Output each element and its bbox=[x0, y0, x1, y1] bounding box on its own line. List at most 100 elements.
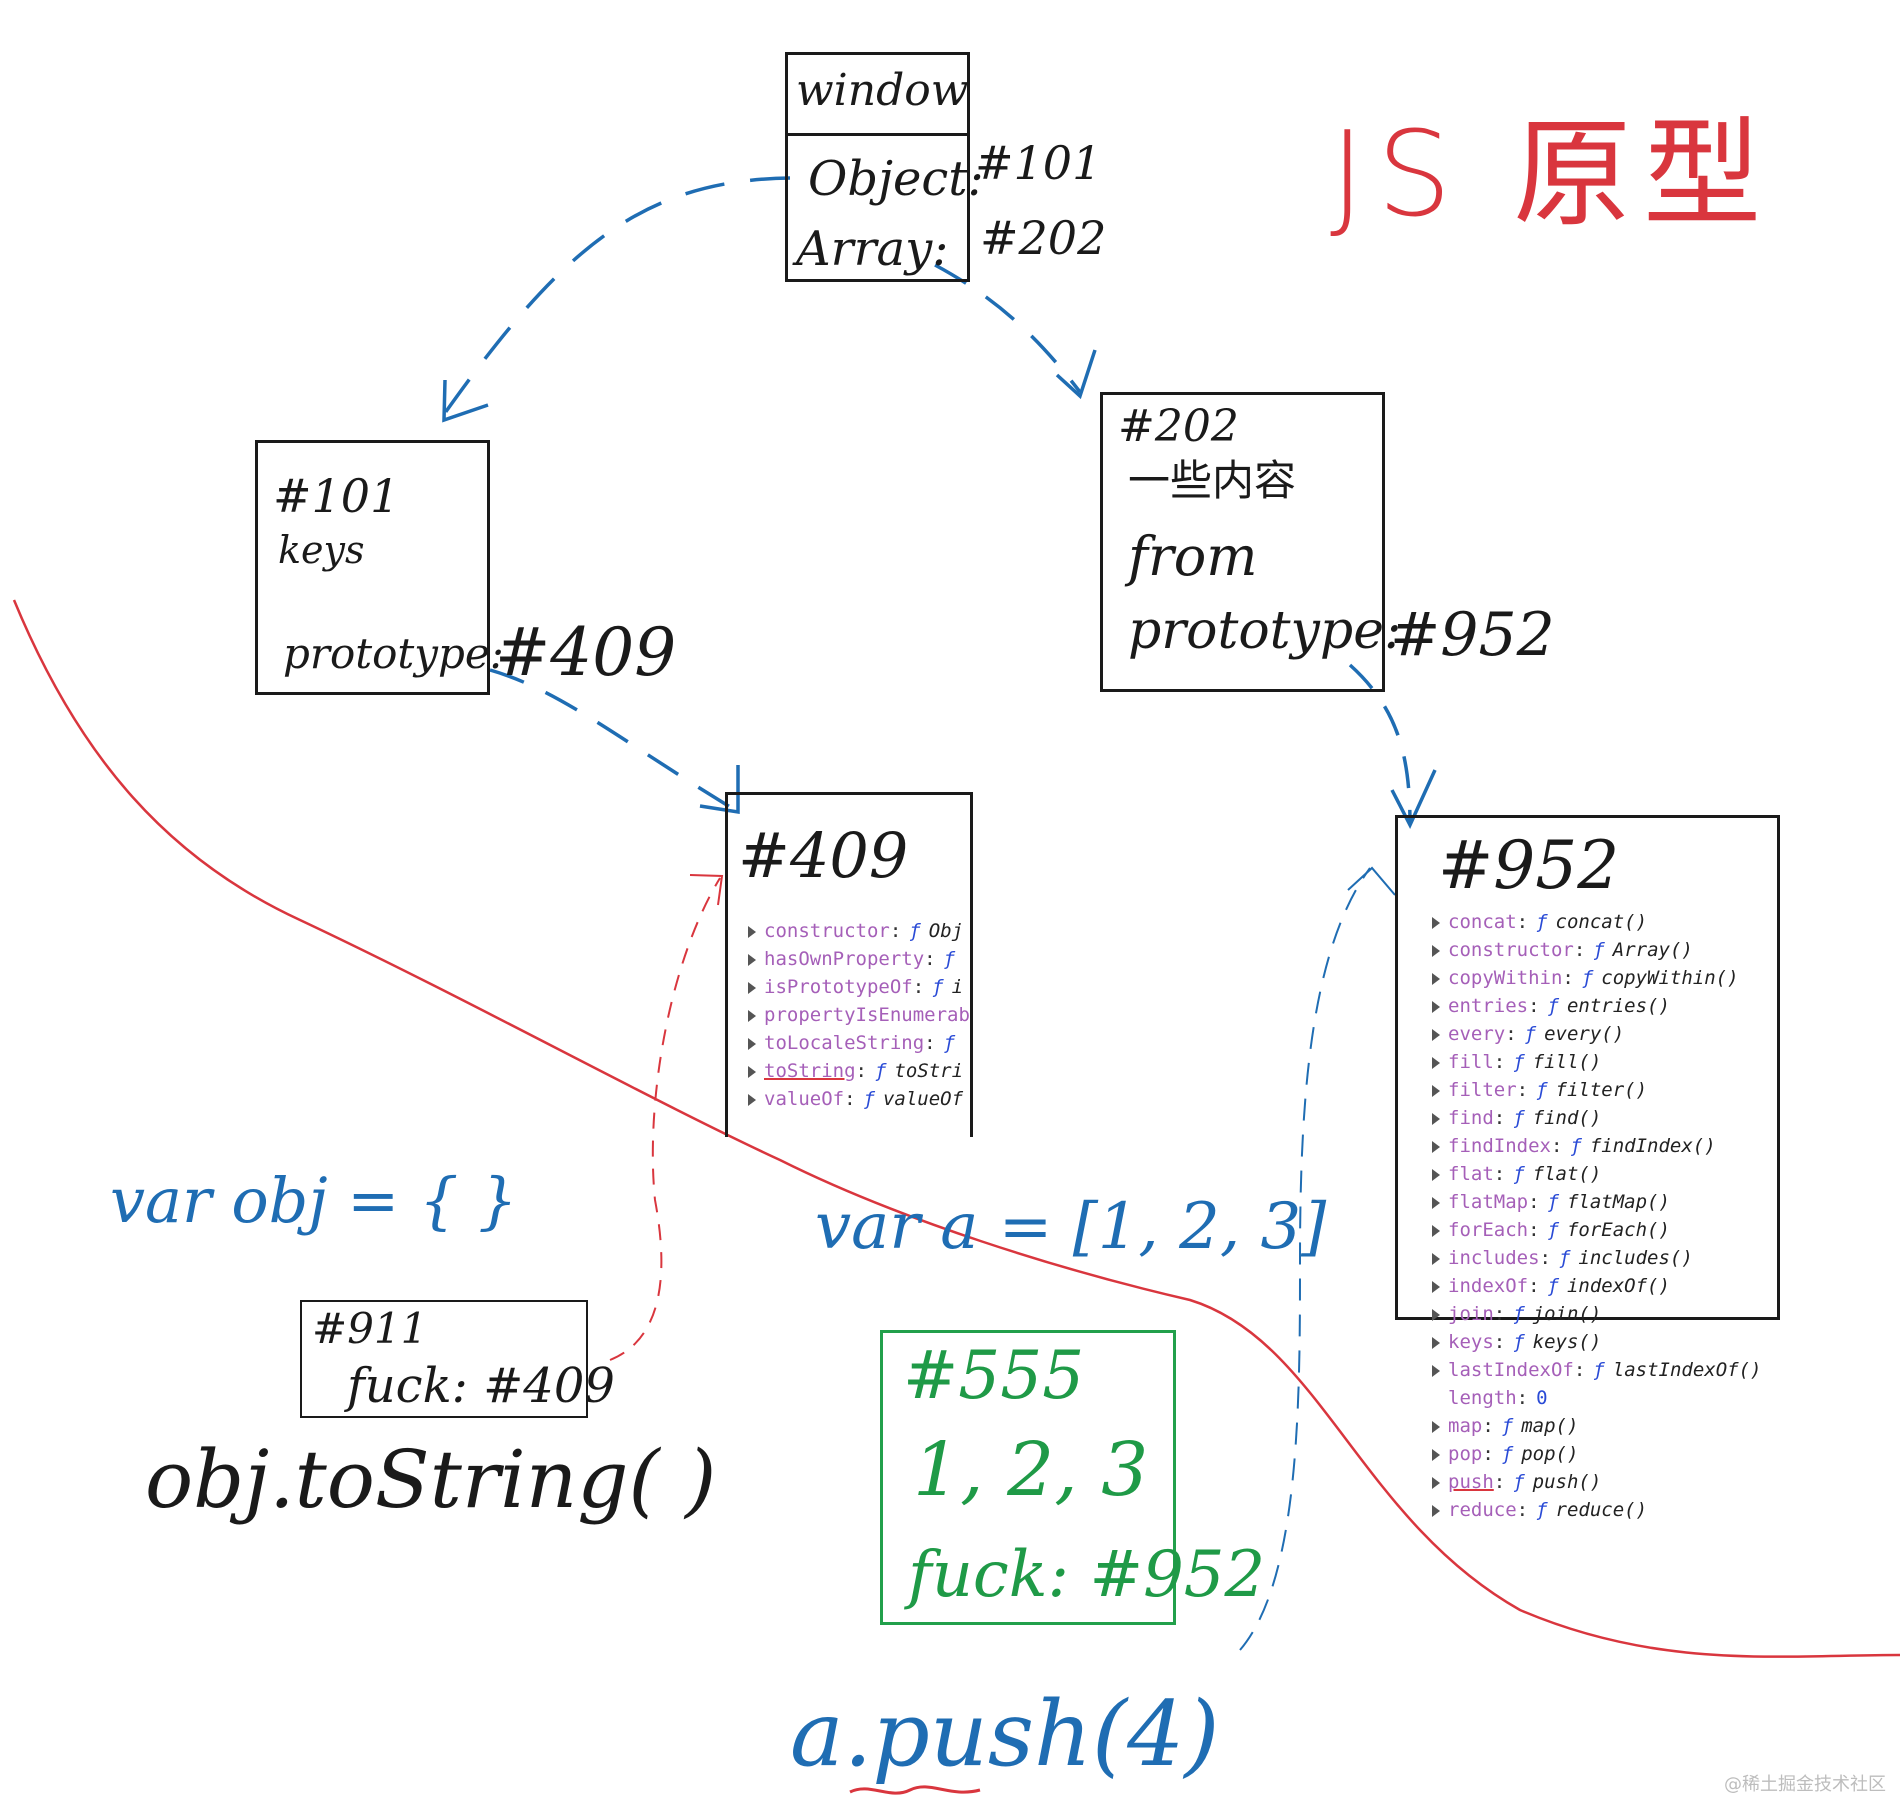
expand-triangle-icon[interactable] bbox=[1432, 916, 1440, 929]
prototype-entry[interactable]: length:0 bbox=[1432, 1384, 1852, 1412]
prototype-key: constructor bbox=[1448, 939, 1574, 961]
prototype-entry[interactable]: toLocaleString:ƒ bbox=[748, 1029, 978, 1057]
arrow-911-to-409 bbox=[609, 877, 721, 1361]
expand-triangle-icon[interactable] bbox=[1432, 1252, 1440, 1265]
window-object-ref: #101 bbox=[975, 136, 1102, 190]
expand-triangle-icon[interactable] bbox=[1432, 1280, 1440, 1293]
function-icon: ƒ bbox=[932, 976, 944, 998]
prototype-value: every() bbox=[1544, 1023, 1625, 1045]
function-icon: ƒ bbox=[1547, 1219, 1559, 1241]
expand-triangle-icon[interactable] bbox=[748, 1009, 756, 1022]
prototype-key: pop bbox=[1448, 1443, 1483, 1465]
expand-triangle-icon[interactable] bbox=[1432, 1448, 1440, 1461]
expand-triangle-icon[interactable] bbox=[1432, 1476, 1440, 1489]
arr-call: a.push(4) bbox=[790, 1682, 1220, 1787]
expand-triangle-icon[interactable] bbox=[1432, 1504, 1440, 1517]
expand-triangle-icon[interactable] bbox=[748, 1037, 756, 1050]
expand-triangle-icon[interactable] bbox=[748, 1065, 756, 1078]
expand-triangle-icon[interactable] bbox=[1432, 1112, 1440, 1125]
prototype-value: Obj bbox=[928, 920, 964, 942]
arr-declaration: var a = [1, 2, 3] bbox=[815, 1190, 1327, 1264]
function-icon: ƒ bbox=[1593, 1359, 1605, 1381]
expand-triangle-icon[interactable] bbox=[748, 981, 756, 994]
object-box-prototype-ref: #409 bbox=[495, 614, 677, 691]
function-icon: ƒ bbox=[943, 1032, 956, 1054]
push-call-underline bbox=[849, 1785, 981, 1795]
prototype-key: reduce bbox=[1448, 1499, 1517, 1521]
arr-instance-box: #555 1, 2, 3 fuck: #952 bbox=[880, 1330, 1265, 1625]
function-icon: ƒ bbox=[1513, 1107, 1525, 1129]
expand-triangle-icon[interactable] bbox=[1432, 1028, 1440, 1041]
function-icon: ƒ bbox=[863, 1088, 875, 1110]
expand-triangle-icon[interactable] bbox=[1432, 944, 1440, 957]
prototype-value: includes() bbox=[1578, 1247, 1693, 1269]
prototype-key: every bbox=[1448, 1023, 1506, 1045]
function-icon: ƒ bbox=[1524, 1023, 1537, 1045]
prototype-colon: : bbox=[1493, 1163, 1506, 1185]
prototype-colon: : bbox=[855, 1060, 867, 1082]
expand-triangle-icon[interactable] bbox=[1432, 1336, 1440, 1349]
window-divider bbox=[788, 133, 967, 136]
expand-triangle-icon[interactable] bbox=[748, 925, 756, 938]
function-icon: ƒ bbox=[1547, 1191, 1559, 1213]
expand-triangle-icon[interactable] bbox=[1432, 1364, 1440, 1377]
prototype-value: 0 bbox=[1536, 1387, 1548, 1409]
function-icon: ƒ bbox=[909, 920, 921, 942]
expand-triangle-icon[interactable] bbox=[1432, 1420, 1440, 1433]
expand-triangle-icon[interactable] bbox=[1432, 1084, 1440, 1097]
function-icon: ƒ bbox=[1547, 1275, 1559, 1297]
expand-triangle-icon[interactable] bbox=[1432, 972, 1440, 985]
expand-triangle-icon[interactable] bbox=[748, 1093, 756, 1106]
prototype-entry[interactable]: propertyIsEnumerab bbox=[748, 1001, 978, 1029]
prototype-colon: : bbox=[1573, 1359, 1586, 1381]
arr-instance-values: 1, 2, 3 bbox=[913, 1427, 1149, 1513]
array-proto-id: #952 bbox=[1438, 827, 1620, 904]
prototype-value: copyWithin() bbox=[1601, 967, 1739, 989]
arrowhead-911-409 bbox=[689, 874, 724, 906]
arrow-array-to-202 bbox=[934, 263, 1082, 394]
expand-triangle-icon[interactable] bbox=[1432, 1056, 1440, 1069]
divider-curve bbox=[12, 599, 1901, 1658]
obj-instance-proto: fuck: #409 bbox=[347, 1358, 615, 1414]
expand-triangle-icon[interactable] bbox=[1432, 1196, 1440, 1209]
expand-triangle-icon[interactable] bbox=[1432, 1224, 1440, 1237]
expand-triangle-icon[interactable] bbox=[1432, 1000, 1440, 1013]
prototype-value: join() bbox=[1532, 1303, 1602, 1325]
expand-triangle-icon[interactable] bbox=[1432, 1168, 1440, 1181]
object-box-prototype: prototype: bbox=[283, 629, 504, 678]
arrow-object-to-101 bbox=[438, 176, 791, 422]
prototype-entry[interactable]: hasOwnProperty:ƒ bbox=[748, 945, 978, 973]
expand-triangle-icon[interactable] bbox=[1432, 1308, 1440, 1321]
prototype-colon: : bbox=[1528, 1275, 1540, 1297]
arrow-555-to-952 bbox=[1239, 867, 1371, 1651]
expand-triangle-icon[interactable] bbox=[1432, 1140, 1440, 1153]
object-constructor-box: #101 keys prototype: bbox=[255, 440, 504, 695]
expand-triangle-icon[interactable] bbox=[1432, 1393, 1440, 1405]
expand-triangle-icon[interactable] bbox=[748, 953, 756, 966]
